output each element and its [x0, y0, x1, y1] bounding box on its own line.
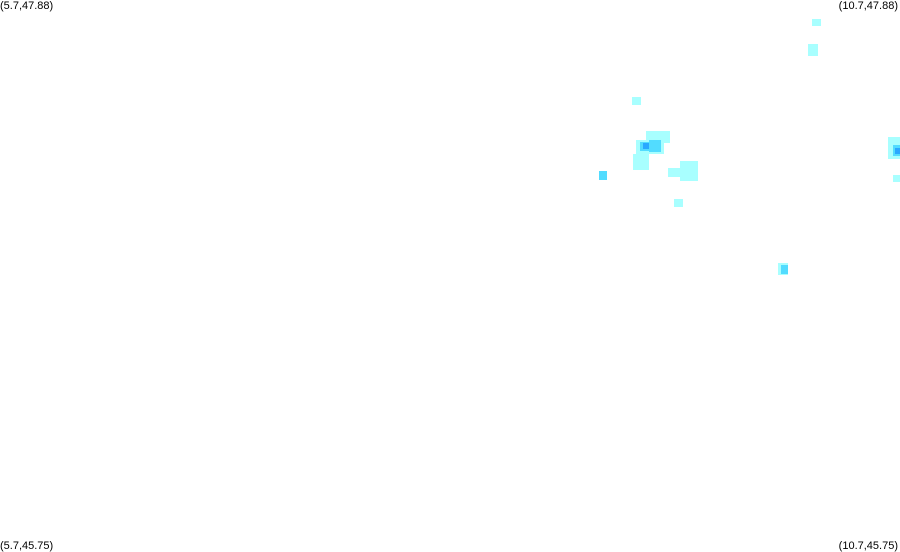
corner-label-bottom-left: (5.7,45.75) — [0, 540, 54, 552]
precip-cell-light — [812, 19, 821, 26]
corner-label-top-left: (5.7,47.88) — [0, 0, 54, 12]
precip-cell-light — [632, 97, 641, 105]
precip-cell-light — [808, 44, 818, 56]
precip-cell-medium — [599, 171, 607, 180]
precip-cell-light — [633, 154, 649, 170]
precipitation-cells — [599, 19, 900, 275]
precip-cell-light — [893, 175, 900, 182]
precip-cell-light — [668, 168, 686, 177]
precip-cell-light — [680, 161, 698, 181]
precip-cell-medium — [781, 265, 788, 274]
precip-cell-strong — [643, 143, 649, 149]
precip-cell-medium — [649, 140, 661, 152]
corner-label-bottom-right: (10.7,45.75) — [838, 540, 898, 552]
precip-cell-strong — [895, 148, 900, 154]
precip-cell-light — [674, 199, 683, 207]
corner-label-top-right: (10.7,47.88) — [838, 0, 898, 12]
